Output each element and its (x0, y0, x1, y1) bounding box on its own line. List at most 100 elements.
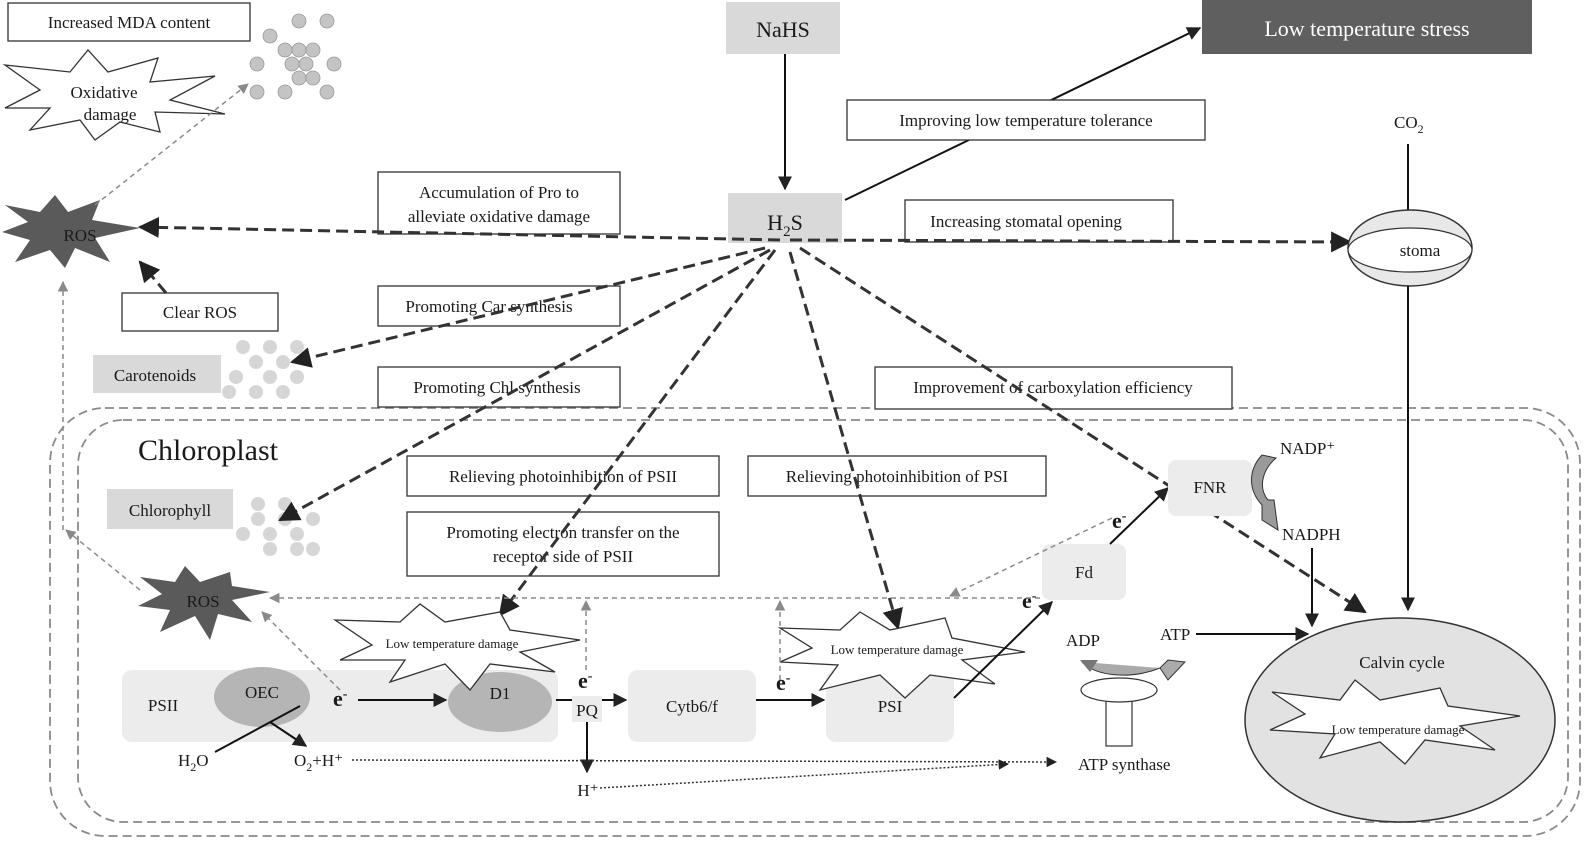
o2h-label: O2+H⁺ (294, 751, 343, 774)
electron-oec: e- (333, 686, 348, 711)
hplus-label: H⁺ (577, 781, 598, 800)
accumulation-pro-box (377, 171, 621, 235)
carotenoid-dots (222, 340, 304, 399)
h2s-to-ros-arrow (137, 216, 781, 242)
mda-dots (249, 13, 342, 100)
ros-bottom-starburst (138, 566, 270, 640)
clear-ros-box (121, 292, 279, 332)
h2s-box (728, 193, 842, 243)
nadp-plus-label: NADP⁺ (1280, 439, 1335, 458)
low-temp-damage-calvin-label: Low temperature damage (1332, 722, 1465, 737)
ros-bottom-to-left-line (65, 529, 141, 591)
oxidative-damage-starburst (2, 49, 226, 141)
h2s-label: H2S (767, 210, 803, 240)
nahs-label: NaHS (756, 17, 810, 42)
electron-pq: e- (578, 668, 593, 693)
atp-label: ATP (1160, 625, 1190, 644)
improvement-carboxylation-label: Improvement of carboxylation efficiency (913, 378, 1193, 397)
increased-mda-label: Increased MDA content (48, 13, 211, 32)
o2h-to-atp-synthase-line (351, 756, 1058, 768)
h2s-to-calvin-arrow (799, 246, 1367, 614)
psii-label: PSII (148, 696, 179, 715)
ros-top-starburst (2, 195, 140, 268)
ros-bottom-label: ROS (186, 592, 219, 611)
oec-to-o2-arrow (269, 721, 308, 747)
nahs-box (726, 2, 840, 54)
relieving-psi-label: Relieving photoinhibition of PSI (786, 467, 1009, 486)
promoting-electron-label-2: receptor side of PSII (493, 547, 634, 566)
promoting-chl-label: Promoting Chl synthesis (413, 378, 580, 397)
stoma-inner (1347, 227, 1473, 273)
increasing-stomatal-box (904, 199, 1174, 243)
nadp-curved-arrow (1251, 454, 1279, 531)
clear-ros-label: Clear ROS (163, 303, 237, 322)
atp-synthase-label: ATP synthase (1078, 755, 1170, 774)
increased-mda-box (7, 2, 251, 42)
low-temp-damage-calvin-starburst (1269, 679, 1521, 765)
improvement-carboxylation-box (874, 366, 1233, 410)
oxidative-damage-label: Oxidative (70, 83, 137, 102)
psi-complex (826, 670, 954, 742)
h2s-to-stoma-arrow (789, 231, 1353, 253)
oec-label: OEC (245, 683, 279, 702)
carotenoids-box (93, 355, 221, 393)
improving-tolerance-label: Improving low temperature tolerance (899, 111, 1152, 130)
chlorophyll-box (107, 489, 233, 529)
psi-to-fd-arrow (953, 601, 1054, 699)
chloroplast-outer-boundary (49, 407, 1581, 837)
co2-label: CO2 (1394, 113, 1424, 136)
accumulation-pro-label-2: alleviate oxidative damage (408, 207, 590, 226)
psi-label: PSI (878, 697, 903, 716)
electron-cytb6f: e- (776, 670, 791, 695)
fd-box (1042, 544, 1126, 600)
fd-label: Fd (1075, 563, 1093, 582)
oec (214, 667, 310, 727)
nadph-label: NADPH (1282, 525, 1341, 544)
cytb6f-complex (628, 670, 756, 742)
ros-to-mda-arrow (94, 83, 249, 206)
chloroplast-label: Chloroplast (138, 434, 279, 467)
d1-label: D1 (490, 684, 511, 703)
chlorophyll-dots (236, 497, 320, 556)
pq-label: PQ (576, 701, 598, 720)
low-temp-damage-psii-label: Low temperature damage (386, 636, 519, 651)
hplus-to-atp-synthase-line (599, 759, 1010, 789)
ros-top-label: ROS (63, 226, 96, 245)
electron-fnr: e- (1112, 508, 1127, 533)
clear-ros-arrow (138, 260, 168, 294)
electron-fd: e- (1022, 588, 1037, 613)
accumulation-pro-label-1: Accumulation of Pro to (419, 183, 579, 202)
promoting-car-label: Promoting Car synthesis (405, 297, 572, 316)
chlorophyll-label: Chlorophyll (129, 501, 211, 520)
relieving-psii-label: Relieving photoinhibition of PSII (449, 467, 677, 486)
cytb6f-label: Cytb6/f (666, 697, 718, 716)
oxidative-damage-label-2: damage (84, 105, 137, 124)
d1 (448, 672, 552, 732)
low-temperature-stress-label: Low temperature stress (1264, 16, 1469, 41)
carotenoids-label: Carotenoids (114, 366, 196, 385)
h2s-to-psi-damage-arrow (788, 251, 903, 631)
relieving-psi-box (747, 455, 1047, 497)
low-temp-damage-psi-starburst (777, 611, 1026, 699)
promoting-electron-box (406, 511, 720, 577)
h2s-to-carotenoids-arrow (289, 246, 766, 368)
fnr-label: FNR (1193, 478, 1227, 497)
fnr-box (1168, 460, 1252, 516)
relieving-psii-box (406, 455, 720, 497)
h2s-to-psii-damage-arrow (498, 249, 777, 617)
stoma-label: stoma (1400, 241, 1441, 260)
electron-to-ros-bottom-arrow (261, 611, 341, 691)
fnr-to-psi-damage-arrow (949, 517, 1113, 597)
low-temperature-stress-box (1202, 0, 1532, 54)
low-temp-damage-psi-label: Low temperature damage (831, 642, 964, 657)
h2s-to-chlorophyll-arrow (278, 248, 771, 522)
improving-tolerance-box (846, 99, 1206, 141)
calvin-cycle-label: Calvin cycle (1359, 653, 1444, 672)
fd-to-fnr-arrow (1109, 487, 1170, 545)
atp-synthase (1080, 659, 1187, 747)
low-temp-damage-psii-starburst (332, 603, 581, 691)
adp-label: ADP (1066, 631, 1100, 650)
increasing-stomatal-label: Increasing stomatal opening (930, 212, 1122, 231)
h2o-to-oec-arrow (214, 705, 301, 753)
